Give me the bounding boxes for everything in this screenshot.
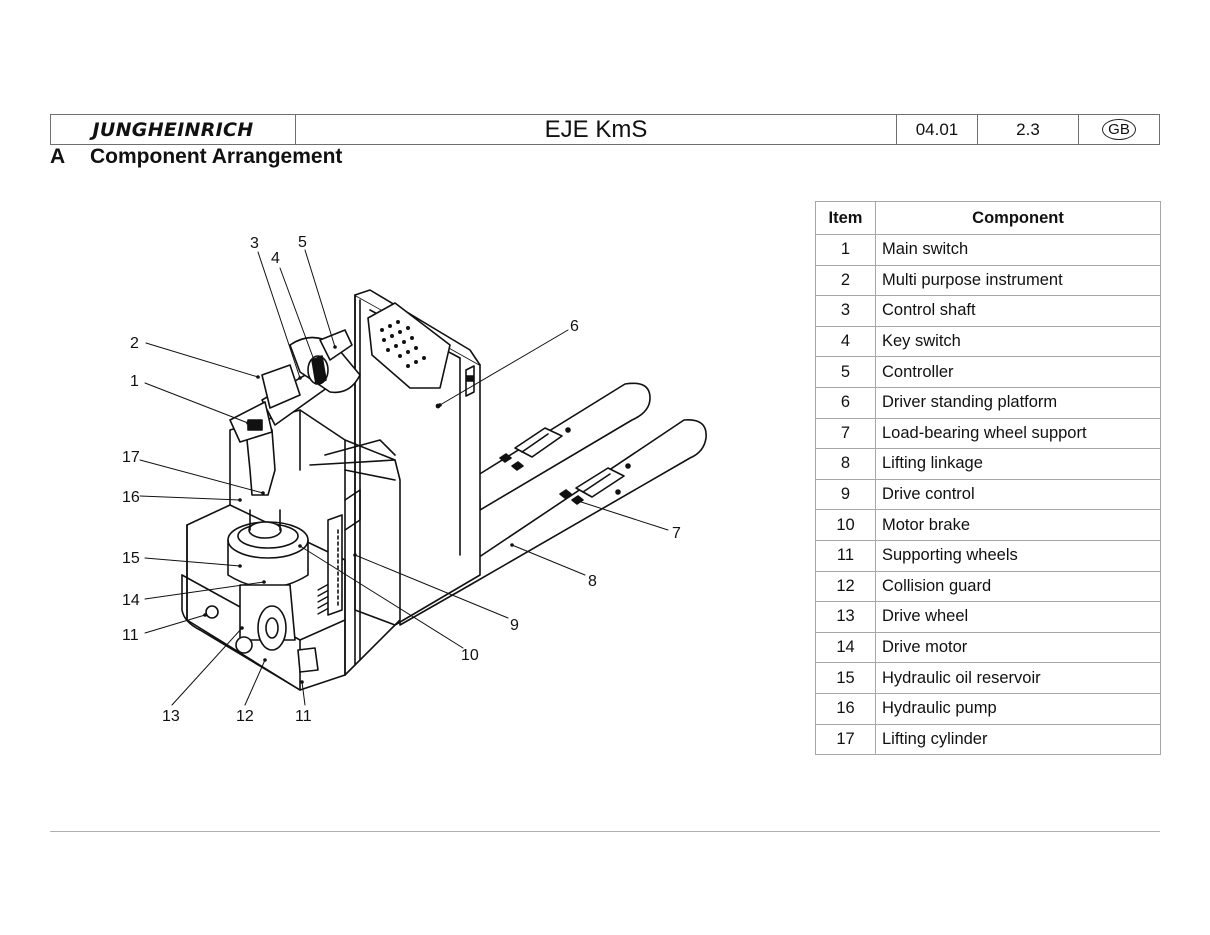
- language-badge: GB: [1102, 119, 1136, 140]
- item-number: 12: [815, 570, 876, 603]
- component-name: Multi purpose instrument: [875, 264, 1161, 297]
- callout-3: 3: [250, 235, 259, 252]
- callout-2: 2: [130, 335, 139, 352]
- component-name: Key switch: [875, 325, 1161, 358]
- item-number: 7: [815, 417, 876, 450]
- component-name: Lifting linkage: [875, 448, 1161, 480]
- section-letter: A: [50, 145, 66, 168]
- callout-16: 16: [122, 489, 140, 506]
- callout-leader-dots: [203, 345, 577, 684]
- component-name: Drive wheel: [875, 601, 1161, 633]
- brand-cell: JUNGHEINRICH: [51, 115, 296, 144]
- page-number: 2.3: [1016, 119, 1040, 139]
- brand-logo: JUNGHEINRICH: [93, 119, 254, 141]
- item-number: 3: [815, 295, 876, 327]
- component-name: Motor brake: [875, 509, 1161, 541]
- item-number: 16: [815, 692, 876, 725]
- callout-14: 14: [122, 592, 140, 609]
- item-number: 8: [815, 448, 876, 480]
- callout-11-left: 11: [122, 627, 139, 644]
- item-number: 17: [815, 723, 876, 756]
- component-name: Hydraulic oil reservoir: [875, 662, 1161, 694]
- component-name: Collision guard: [875, 570, 1161, 603]
- callout-4: 4: [271, 250, 280, 267]
- item-number: 4: [815, 325, 876, 358]
- drive-unit: [205, 509, 319, 673]
- language-cell: GB: [1079, 115, 1159, 144]
- fork-roller-plate-right: [499, 427, 571, 471]
- fork-roller-plate-left: [559, 463, 631, 505]
- brand-name: JUNGHEINRICH: [92, 118, 254, 141]
- callout-10: 10: [461, 647, 479, 664]
- callout-15: 15: [122, 550, 140, 567]
- callout-11-bottom: 11: [295, 708, 312, 725]
- component-name: Hydraulic pump: [875, 692, 1161, 725]
- component-name: Driver standing platform: [875, 386, 1161, 419]
- item-number: 9: [815, 478, 876, 511]
- component-name: Load-bearing wheel support: [875, 417, 1161, 450]
- callout-1: 1: [130, 373, 139, 390]
- component-name: Drive motor: [875, 631, 1161, 664]
- item-number: 11: [815, 539, 876, 572]
- callout-17: 17: [122, 449, 140, 466]
- callout-7: 7: [672, 525, 681, 542]
- page-cell: 2.3: [978, 115, 1079, 144]
- callout-5: 5: [298, 234, 307, 251]
- tiller-arm: [229, 329, 361, 496]
- item-column-header: Item: [815, 201, 876, 235]
- item-number: 5: [815, 356, 876, 388]
- revision-date: 04.01: [915, 119, 959, 139]
- callout-12: 12: [236, 708, 254, 725]
- date-cell: 04.01: [897, 115, 978, 144]
- item-number: 10: [815, 509, 876, 541]
- item-number: 13: [815, 601, 876, 633]
- item-number: 6: [815, 386, 876, 419]
- component-name: Control shaft: [875, 295, 1161, 327]
- table-header-row: Item Component: [815, 201, 1161, 235]
- callout-6: 6: [570, 318, 579, 335]
- item-number: 2: [815, 264, 876, 297]
- section-title: Component Arrangement: [90, 145, 343, 168]
- component-name: Controller: [875, 356, 1161, 388]
- backrest-pad: [367, 302, 475, 397]
- component-name: Lifting cylinder: [875, 723, 1161, 756]
- document-header: JUNGHEINRICH EJE KmS 04.01 2.3 GB: [50, 114, 1160, 145]
- footer-rule: [50, 831, 1160, 832]
- component-name: Supporting wheels: [875, 539, 1161, 572]
- section-heading: A Component Arrangement: [50, 145, 342, 169]
- component-name: Drive control: [875, 478, 1161, 511]
- item-number: 15: [815, 662, 876, 694]
- component-name: Main switch: [875, 234, 1161, 266]
- model-cell: EJE KmS: [296, 115, 897, 144]
- item-number: 1: [815, 234, 876, 266]
- callout-13: 13: [162, 708, 180, 725]
- model-name: EJE KmS: [544, 115, 648, 143]
- callout-9: 9: [510, 617, 519, 634]
- component-column-header: Component: [875, 201, 1161, 235]
- item-number: 14: [815, 631, 876, 664]
- callout-leaders: [139, 249, 669, 706]
- callout-8: 8: [588, 573, 597, 590]
